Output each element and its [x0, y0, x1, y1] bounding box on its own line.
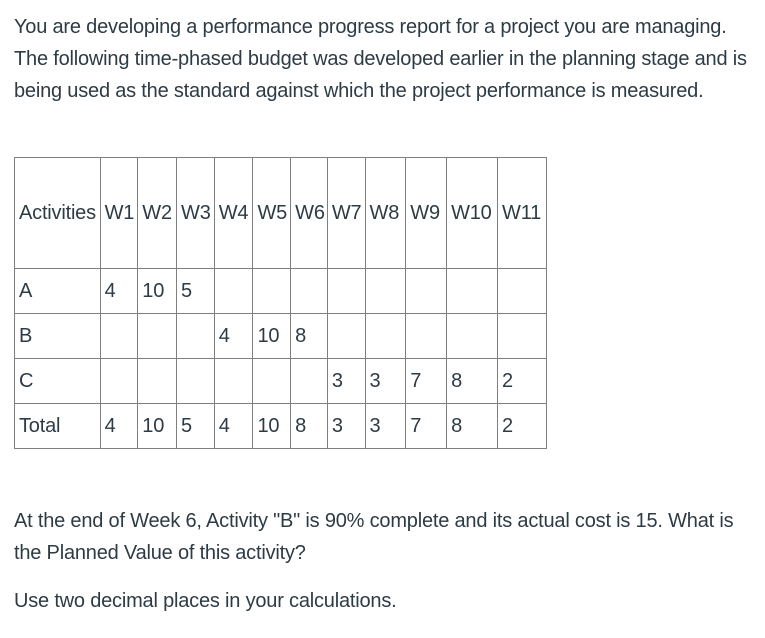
budget-cell — [497, 313, 547, 359]
column-header: W11 — [497, 157, 547, 269]
budget-cell — [326, 268, 366, 314]
budget-cell — [446, 268, 499, 314]
instruction-paragraph: Use two decimal places in your calculati… — [14, 590, 397, 612]
budget-cell: 10 — [137, 268, 178, 314]
budget-cell: 3 — [326, 358, 366, 404]
column-header: W8 — [364, 157, 407, 269]
budget-cell — [290, 268, 328, 314]
budget-cell: 10 — [252, 403, 292, 449]
column-header: W4 — [213, 157, 254, 269]
budget-cell: 8 — [290, 313, 328, 359]
budget-cell: 7 — [405, 358, 448, 404]
budget-cell: 4 — [213, 313, 254, 359]
row-label: B — [14, 313, 101, 359]
budget-cell: 4 — [213, 403, 254, 449]
budget-cell — [446, 313, 499, 359]
budget-cell — [137, 313, 178, 359]
budget-cell — [99, 313, 139, 359]
column-header: W3 — [176, 157, 215, 269]
budget-cell: 8 — [290, 403, 328, 449]
question-paragraph: At the end of Week 6, Activity "B" is 90… — [14, 510, 734, 564]
budget-cell: 8 — [446, 403, 499, 449]
budget-cell: 3 — [364, 358, 407, 404]
budget-cell: 10 — [137, 403, 178, 449]
column-header: W9 — [405, 157, 448, 269]
row-label: Total — [14, 403, 101, 449]
budget-cell — [213, 358, 254, 404]
budget-cell: 5 — [176, 268, 215, 314]
budget-cell — [497, 268, 547, 314]
budget-cell: 3 — [364, 403, 407, 449]
budget-cell — [405, 313, 448, 359]
intro-paragraph: You are developing a performance progres… — [14, 16, 747, 102]
column-header: Activities — [14, 157, 101, 269]
budget-cell: 2 — [497, 358, 547, 404]
budget-cell: 10 — [252, 313, 292, 359]
budget-cell: 5 — [176, 403, 215, 449]
column-header: W5 — [252, 157, 292, 269]
budget-cell — [252, 358, 292, 404]
budget-cell: 8 — [446, 358, 499, 404]
budget-cell — [99, 358, 139, 404]
budget-cell — [176, 313, 215, 359]
budget-cell — [405, 268, 448, 314]
budget-cell — [364, 268, 407, 314]
budget-cell: 4 — [99, 403, 139, 449]
budget-cell — [176, 358, 215, 404]
budget-cell: 4 — [99, 268, 139, 314]
budget-cell — [252, 268, 292, 314]
row-label: C — [14, 358, 101, 404]
budget-cell — [213, 268, 254, 314]
budget-cell: 2 — [497, 403, 547, 449]
budget-cell — [364, 313, 407, 359]
budget-cell: 3 — [326, 403, 366, 449]
column-header: W1 — [99, 157, 139, 269]
column-header: W10 — [446, 157, 499, 269]
budget-cell — [326, 313, 366, 359]
column-header: W6 — [290, 157, 328, 269]
budget-cell — [290, 358, 328, 404]
budget-cell — [137, 358, 178, 404]
column-header: W2 — [137, 157, 178, 269]
column-header: W7 — [326, 157, 366, 269]
question-content: You are developing a performance progres… — [14, 16, 747, 612]
row-label: A — [14, 268, 101, 314]
budget-cell: 7 — [405, 403, 448, 449]
